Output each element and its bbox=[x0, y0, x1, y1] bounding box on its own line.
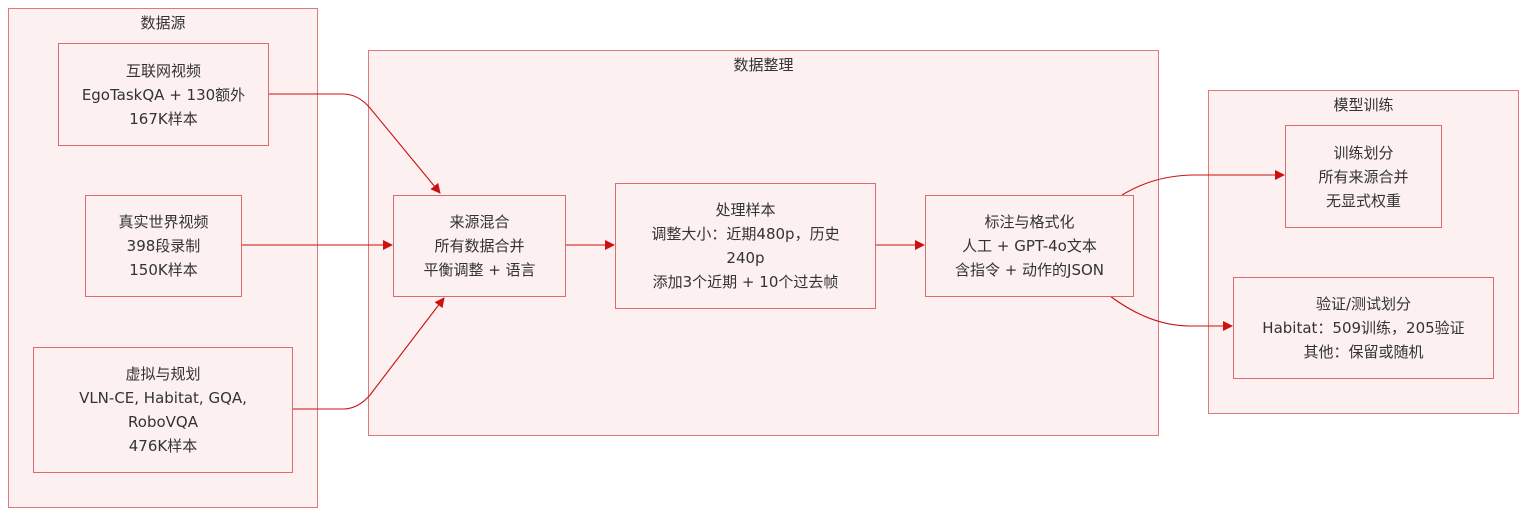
node-title: 来源混合 bbox=[449, 213, 510, 231]
node-source-mix: 来源混合 所有数据合并 平衡调整 + 语言 bbox=[393, 195, 566, 297]
node-line: 调整大小：近期480p，历史 bbox=[651, 225, 840, 243]
node-line: 所有来源合并 bbox=[1318, 167, 1409, 186]
node-line: 无显式权重 bbox=[1325, 191, 1401, 210]
node-line: 含指令 + 动作的JSON bbox=[954, 261, 1105, 279]
node-line: 240p bbox=[726, 249, 765, 267]
node-title: 标注与格式化 bbox=[984, 213, 1075, 231]
node-line: 平衡调整 + 语言 bbox=[423, 261, 536, 279]
node-internet-video: 互联网视频 EgoTaskQA + 130额外 167K样本 bbox=[58, 43, 269, 146]
node-title: 虚拟与规划 bbox=[125, 365, 201, 383]
cluster-title: 数据整理 bbox=[733, 56, 794, 74]
node-line: Habitat：509训练，205验证 bbox=[1262, 319, 1465, 337]
node-val-test-split: 验证/测试划分 Habitat：509训练，205验证 其他：保留或随机 bbox=[1233, 277, 1494, 379]
node-title: 训练划分 bbox=[1333, 143, 1394, 162]
node-line: VLN-CE, Habitat, GQA, bbox=[79, 389, 247, 407]
cluster-title: 数据源 bbox=[140, 14, 186, 32]
node-title: 互联网视频 bbox=[125, 61, 201, 80]
node-virtual-planning: 虚拟与规划 VLN-CE, Habitat, GQA, RoboVQA 476K… bbox=[33, 347, 293, 473]
node-line: 476K样本 bbox=[128, 437, 198, 455]
cluster-title: 模型训练 bbox=[1333, 96, 1394, 114]
node-realworld-video: 真实世界视频 398段录制 150K样本 bbox=[85, 195, 242, 297]
node-line: RoboVQA bbox=[128, 413, 198, 431]
node-title: 处理样本 bbox=[715, 201, 776, 219]
node-line: 所有数据合并 bbox=[434, 237, 525, 255]
node-title: 验证/测试划分 bbox=[1315, 295, 1412, 313]
node-line: 150K样本 bbox=[129, 261, 198, 279]
node-annotate-format: 标注与格式化 人工 + GPT-4o文本 含指令 + 动作的JSON bbox=[925, 195, 1134, 297]
node-line: EgoTaskQA + 130额外 bbox=[81, 85, 246, 104]
node-line: 其他：保留或随机 bbox=[1303, 343, 1424, 361]
node-line: 167K样本 bbox=[129, 109, 198, 128]
node-train-split: 训练划分 所有来源合并 无显式权重 bbox=[1285, 125, 1442, 228]
node-line: 398段录制 bbox=[126, 237, 201, 255]
node-title: 真实世界视频 bbox=[118, 213, 209, 231]
node-line: 添加3个近期 + 10个过去帧 bbox=[652, 273, 839, 291]
node-process-samples: 处理样本 调整大小：近期480p，历史 240p 添加3个近期 + 10个过去帧 bbox=[615, 183, 876, 309]
node-line: 人工 + GPT-4o文本 bbox=[962, 237, 1097, 255]
